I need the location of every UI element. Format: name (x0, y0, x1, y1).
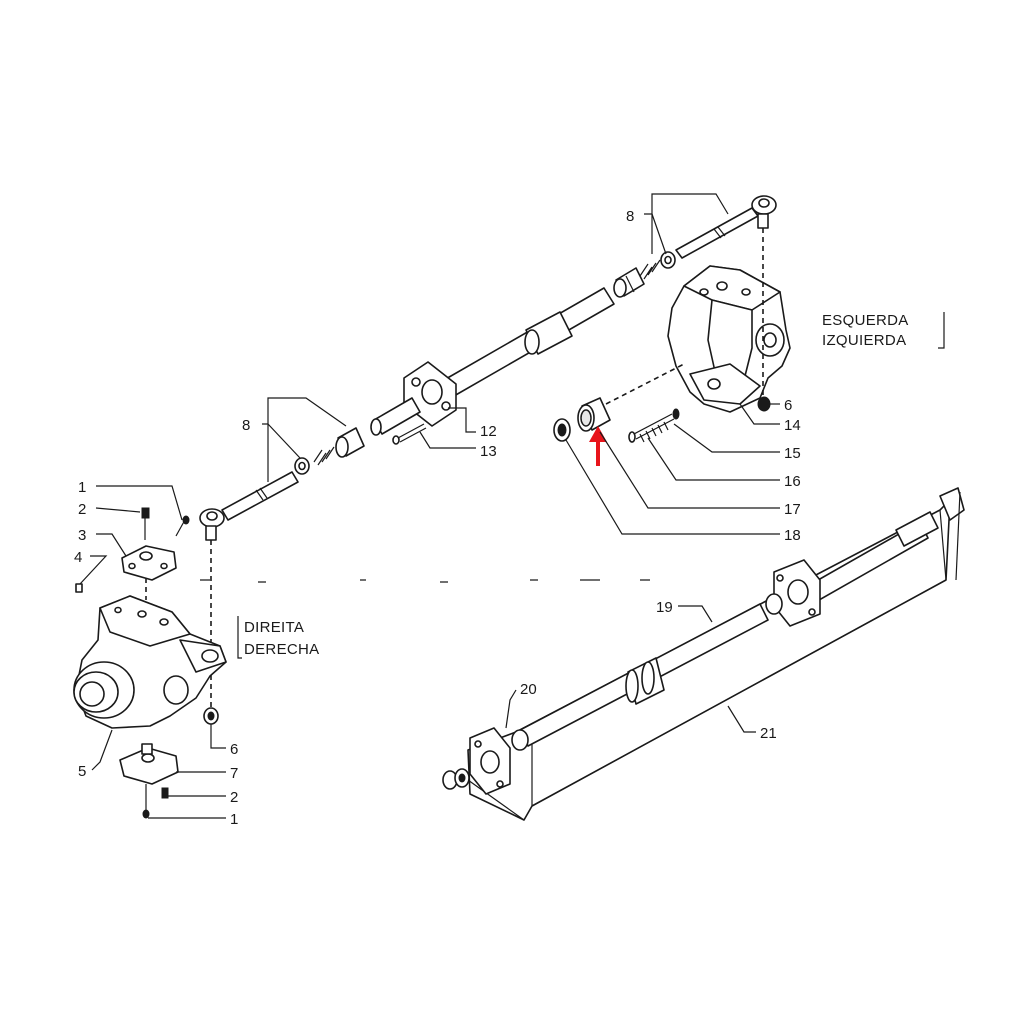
part-number-labels: 8 8 12 13 6 14 15 16 17 18 1 2 3 4 5 6 7… (74, 208, 801, 828)
label-13: 13 (480, 443, 497, 460)
label-19: 19 (656, 599, 673, 616)
label-derecha: DERECHA (244, 641, 319, 658)
steering-knuckle-direita (73, 595, 227, 729)
bushing-set (553, 363, 685, 443)
bolt-13 (392, 423, 427, 445)
pin-15 (628, 413, 675, 443)
adjuster-sleeve-lower (313, 427, 365, 466)
tie-rod-assembly (199, 195, 777, 541)
steering-knuckle-esquerda (667, 265, 791, 413)
label-4: 4 (74, 549, 82, 566)
flange-20 (469, 727, 511, 795)
bushing-axis (605, 363, 685, 405)
label-8-lower: 8 (242, 417, 250, 434)
label-esquerda: ESQUERDA (822, 312, 909, 329)
nut-6-direita (203, 707, 219, 725)
label-5: 5 (78, 763, 86, 780)
label-1-lower: 1 (230, 811, 238, 828)
label-21: 21 (760, 725, 777, 742)
upper-arm-3 (121, 545, 177, 581)
label-6-direita: 6 (230, 741, 238, 758)
label-14: 14 (784, 417, 801, 434)
label-6-esquerda: 6 (784, 397, 792, 414)
adjuster-sleeve-upper (613, 267, 645, 298)
lower-arm-7 (119, 743, 179, 785)
label-3: 3 (78, 527, 86, 544)
label-direita: DIREITA (244, 619, 304, 636)
label-15: 15 (784, 445, 801, 462)
bolt-2-upper (141, 507, 150, 540)
drive-shaft-housing-21 (467, 487, 965, 821)
label-20: 20 (520, 681, 537, 698)
rod-stub-12 (370, 397, 421, 436)
label-8-upper: 8 (626, 208, 634, 225)
grease-fitting-4 (75, 583, 83, 593)
label-18: 18 (784, 527, 801, 544)
scan-artifacts (200, 579, 650, 583)
washer-18 (553, 418, 571, 442)
label-2-lower: 2 (230, 789, 238, 806)
label-17: 17 (784, 501, 801, 518)
side-labels: ESQUERDA IZQUIERDA DIREITA DERECHA (244, 312, 909, 658)
bushing-17 (577, 397, 611, 432)
center-bearing-flange (765, 559, 821, 627)
tie-rod-end-right-side (199, 471, 299, 541)
end-washers (442, 768, 470, 790)
red-arrow-icon (589, 426, 607, 466)
tie-rod-end-left-side (675, 195, 777, 259)
label-2-upper: 2 (78, 501, 86, 518)
washer-16 (672, 408, 680, 420)
clamp-nut-lower (294, 457, 310, 475)
label-izquierda: IZQUIERDA (822, 332, 906, 349)
clamp-nut-upper (639, 251, 676, 280)
label-7: 7 (230, 765, 238, 782)
drive-shaft-19 (511, 511, 939, 751)
leader-lines (79, 193, 945, 819)
bolts-lower (142, 784, 169, 819)
nut-6-esquerda (757, 396, 771, 412)
label-1-upper: 1 (78, 479, 86, 496)
bolt-1-upper (175, 515, 190, 537)
label-16: 16 (784, 473, 801, 490)
label-12: 12 (480, 423, 497, 440)
